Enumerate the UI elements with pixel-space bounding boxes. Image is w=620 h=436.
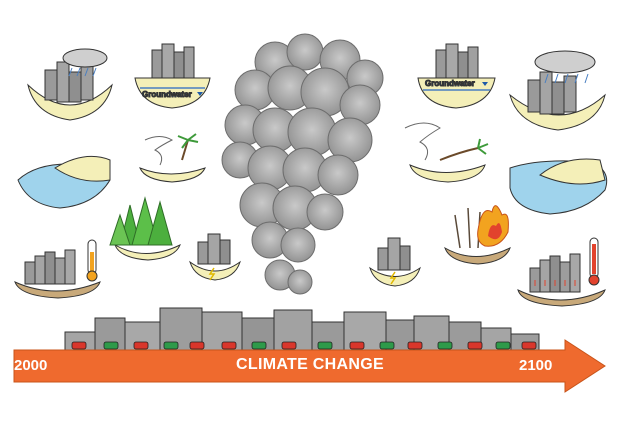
coast-icon — [17, 155, 111, 209]
groundwater-label-right: Groundwater — [425, 79, 475, 88]
timeline-start-year: 2000 — [14, 357, 48, 374]
rain-city-icon — [509, 50, 606, 131]
timeline-arrow-icon — [13, 339, 606, 393]
power-plant-icon — [369, 237, 421, 287]
groundwater-icon: Groundwater — [134, 43, 211, 109]
power-plant-icon — [189, 233, 241, 281]
coast-icon — [509, 158, 608, 215]
forest-icon — [109, 196, 181, 261]
car-row — [71, 341, 537, 350]
groundwater-label-left: Groundwater — [142, 90, 192, 99]
rain-city-icon — [27, 48, 113, 121]
fire-forest-icon — [444, 205, 511, 265]
timeline-end-year: 2100 — [519, 357, 553, 374]
thermometer-icon — [14, 239, 101, 299]
hurricane-icon — [139, 133, 206, 183]
timeline-title: CLIMATE CHANGE — [236, 356, 384, 373]
hurricane-icon — [404, 122, 489, 183]
thermometer-icon — [517, 237, 606, 307]
groundwater-icon: Groundwater — [417, 43, 496, 109]
smoke-cloud-icon — [221, 33, 384, 295]
